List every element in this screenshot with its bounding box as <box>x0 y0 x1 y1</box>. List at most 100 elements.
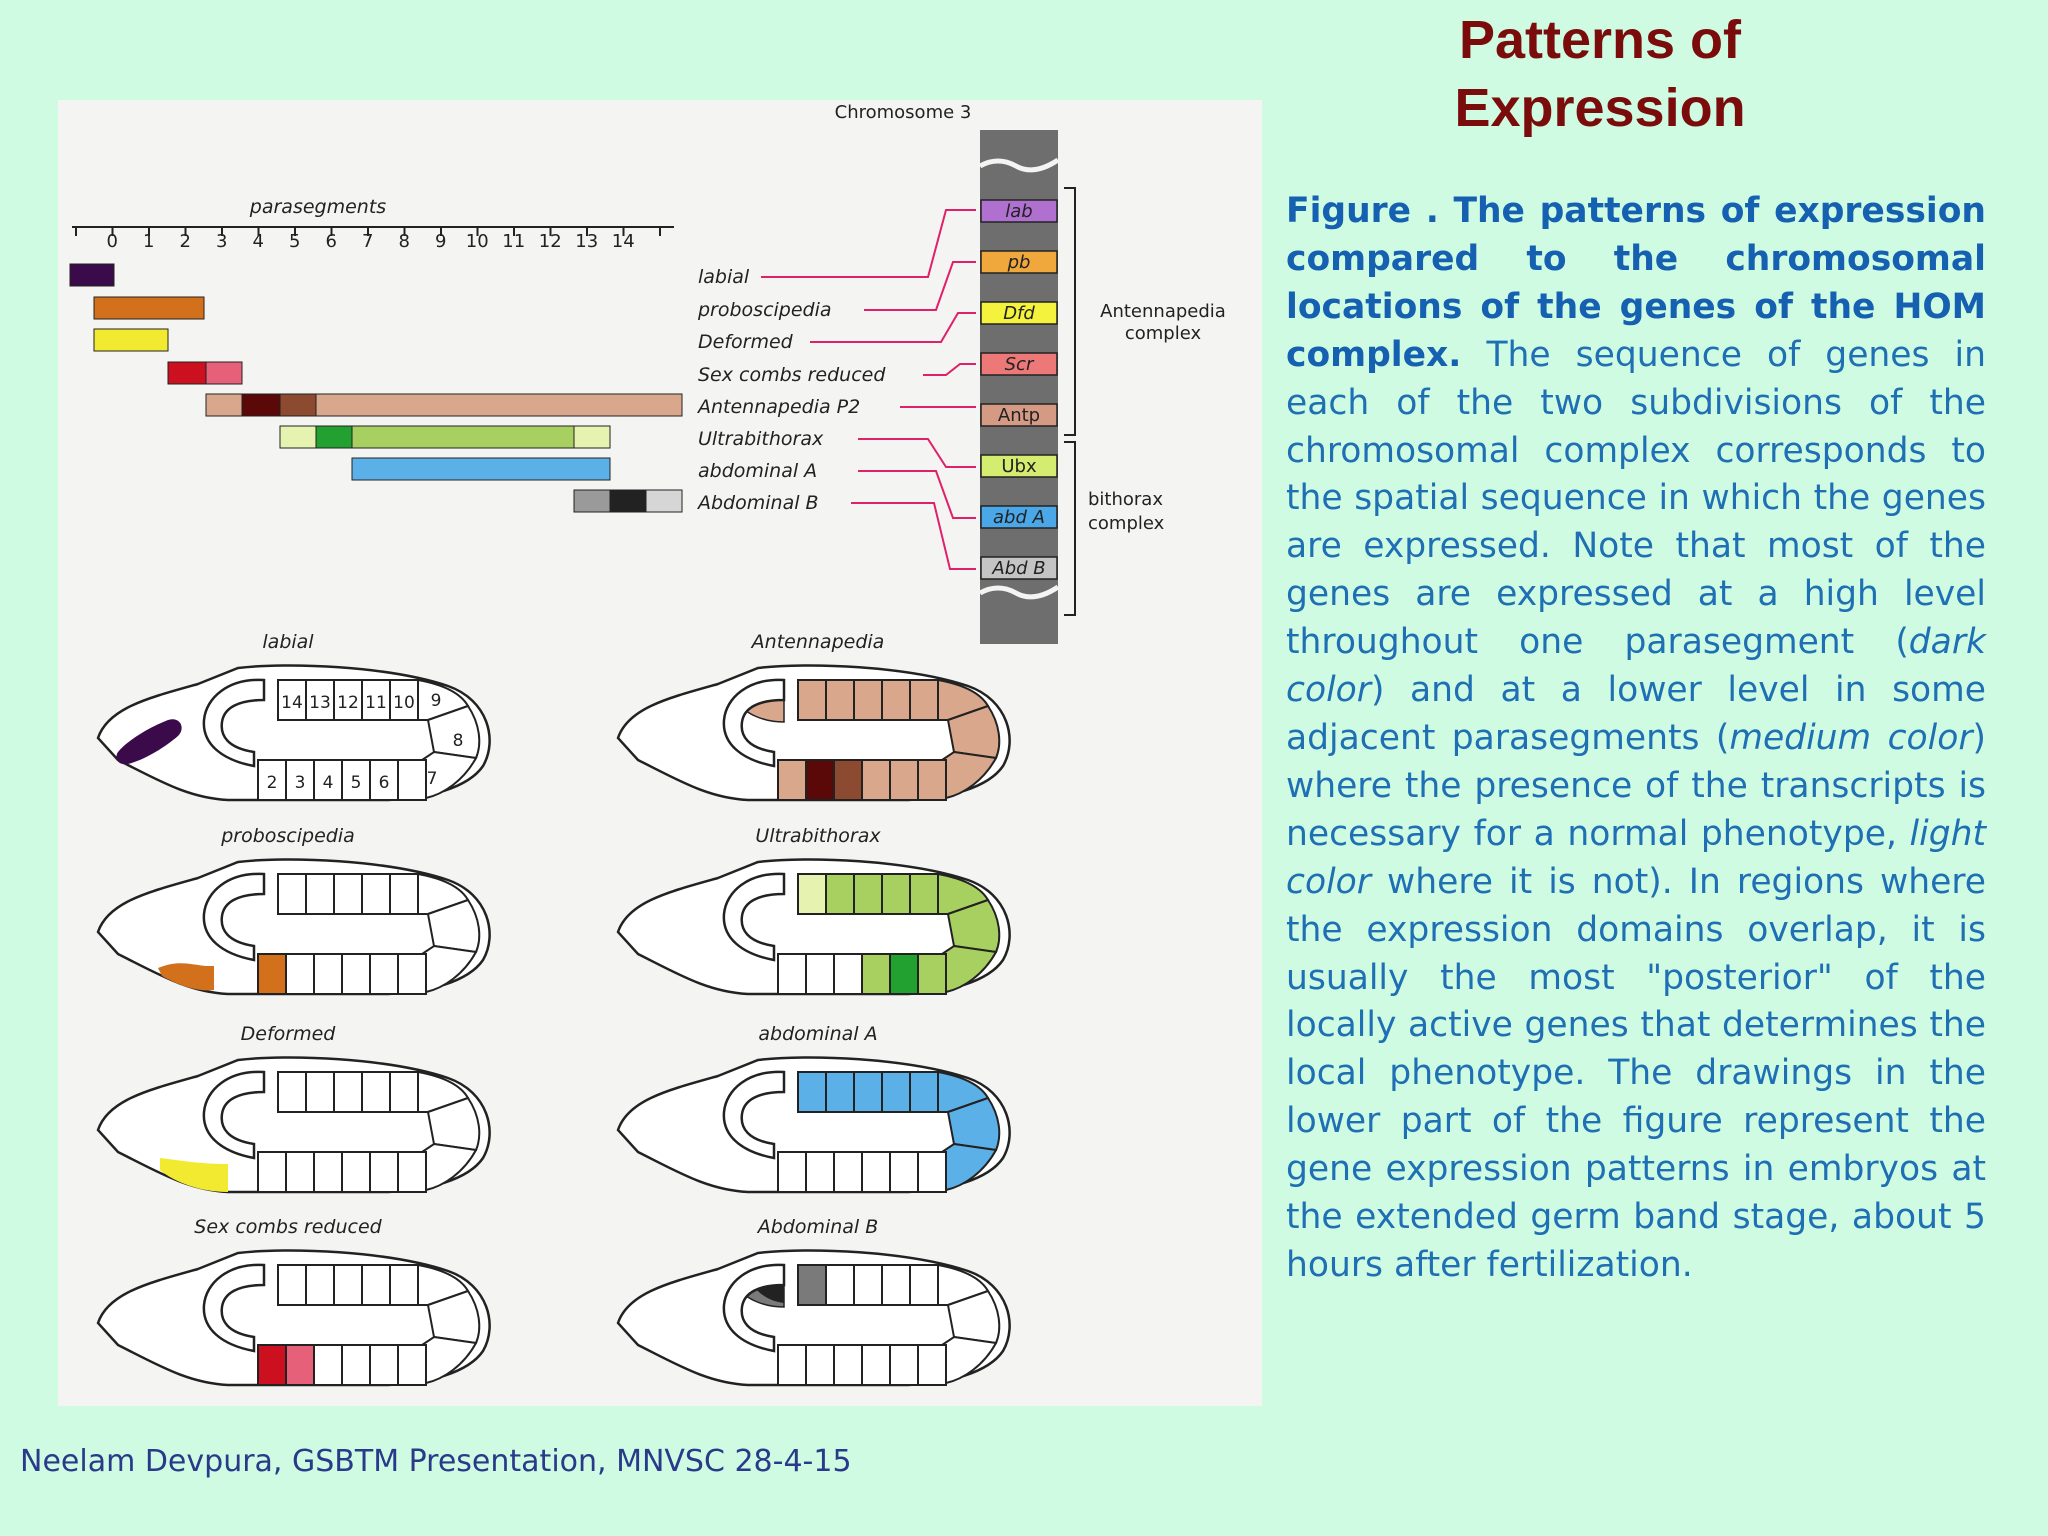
top-segment <box>305 1264 335 1306</box>
bottom-segment <box>313 953 343 995</box>
segment-number: 12 <box>337 693 359 713</box>
bar-antp-light <box>205 393 683 417</box>
chromosome-gene-label: lab <box>1005 201 1032 222</box>
top-segment <box>825 1264 855 1306</box>
top-segment <box>797 679 827 721</box>
bar-deformed <box>93 328 169 352</box>
top-segment <box>389 873 419 915</box>
chromosome-gene-box <box>980 454 1058 478</box>
parasegment-number: 9 <box>435 231 446 252</box>
bar-ubx-light-1 <box>279 425 317 449</box>
bottom-segment <box>833 953 863 995</box>
figure-caption: Figure . The patterns of expression comp… <box>1286 188 1986 1290</box>
bar-ubx-light-2 <box>573 425 611 449</box>
parasegment-number: 3 <box>216 231 227 252</box>
bottom-segment <box>285 1344 315 1386</box>
gene-label-deformed: Deformed <box>698 331 794 353</box>
bottom-segment <box>257 1151 287 1193</box>
bottom-segment <box>341 953 371 995</box>
bottom-segment <box>861 953 891 995</box>
top-segment <box>389 1071 419 1113</box>
bottom-segment <box>777 953 807 995</box>
top-segment <box>909 1264 939 1306</box>
segment-number: 10 <box>393 693 415 713</box>
top-segment <box>333 1071 363 1113</box>
segment-number: 3 <box>295 773 306 793</box>
bottom-segment <box>833 1344 863 1386</box>
bottom-segment <box>861 1344 891 1386</box>
segment-number: 5 <box>351 773 362 793</box>
embryo-fold <box>722 1263 786 1353</box>
bottom-segment <box>369 1151 399 1193</box>
top-segment <box>389 679 419 721</box>
bottom-segment <box>257 759 287 801</box>
top-segment <box>797 873 827 915</box>
embryo-diagram: Antennapedia <box>616 631 1011 802</box>
parasegment-number: 4 <box>253 231 264 252</box>
chromosome-gene-box <box>980 352 1058 376</box>
bar-antp-medium <box>279 393 317 417</box>
bottom-segment <box>805 1151 835 1193</box>
embryo-diagram: abdominal A <box>616 1023 1011 1194</box>
chromosome-gene-box <box>980 556 1058 580</box>
chromosome-gene-label: Ubx <box>1001 456 1037 477</box>
embryo-title: Deformed <box>241 1023 337 1045</box>
slide-title: Patterns of Expression <box>1454 10 1746 138</box>
embryo-fold <box>722 872 786 962</box>
gene-label-scr: Sex combs reduced <box>698 364 886 386</box>
top-segment <box>881 873 911 915</box>
top-segment <box>853 873 883 915</box>
bottom-segment <box>861 759 891 801</box>
bottom-segment <box>341 1344 371 1386</box>
gene-label-abda: abdominal A <box>698 460 817 482</box>
footer-credit: Neelam Devpura, GSBTM Presentation, MNVS… <box>20 1444 852 1479</box>
chromosome-gene-label: abd A <box>993 507 1045 528</box>
top-segment <box>277 679 307 721</box>
chromosome-gene-box <box>980 250 1058 274</box>
parasegment-number: 13 <box>575 231 598 252</box>
expression-bars <box>69 263 683 513</box>
embryo-diagram: Abdominal B <box>616 1216 1011 1387</box>
bottom-segment <box>917 759 947 801</box>
top-segment <box>797 1264 827 1306</box>
bottom-segment <box>889 1344 919 1386</box>
top-segment <box>361 679 391 721</box>
parasegments-label: parasegments <box>249 196 386 218</box>
gene-label-proboscipedia: proboscipedia <box>697 299 832 321</box>
gene-label-ubx: Ultrabithorax <box>698 428 824 450</box>
embryo-diagram: Ultrabithorax <box>616 825 1011 996</box>
caption-text-2: ) and at a lower level in some adjacent … <box>1286 670 1986 758</box>
parasegment-number: 11 <box>502 231 525 252</box>
bar-antp-dark <box>241 393 281 417</box>
embryo-title: labial <box>262 631 314 653</box>
segment-number: 9 <box>431 691 442 711</box>
top-segment <box>361 1264 391 1306</box>
top-segment <box>909 1071 939 1113</box>
segment-number: 11 <box>365 693 387 713</box>
bottom-segment <box>777 1344 807 1386</box>
labial-domain <box>116 719 182 765</box>
bottom-segment <box>777 1151 807 1193</box>
bottom-segment <box>917 953 947 995</box>
bottom-segment <box>861 1151 891 1193</box>
chromosome-gene-label: pb <box>1007 252 1031 273</box>
chromosome-gene-box <box>980 403 1058 427</box>
top-segment <box>825 1071 855 1113</box>
bottom-segment <box>369 953 399 995</box>
embryo-diagram: proboscipedia <box>96 825 491 996</box>
parasegment-number: 7 <box>362 231 373 252</box>
embryo-fold <box>722 678 786 768</box>
embryo-title: Ultrabithorax <box>755 825 881 847</box>
bottom-segment <box>397 1344 427 1386</box>
bottom-segment <box>397 953 427 995</box>
top-segment <box>881 1264 911 1306</box>
bar-abdb-light <box>645 489 683 513</box>
top-segment <box>909 873 939 915</box>
top-segment <box>277 1264 307 1306</box>
segment-number: 4 <box>323 773 334 793</box>
chromosome-gene-label: Abd B <box>991 558 1045 579</box>
caption-text-4: where it is not). In regions where the e… <box>1286 861 1986 1285</box>
embryo-title: Antennapedia <box>750 631 885 653</box>
bottom-segment <box>917 1344 947 1386</box>
